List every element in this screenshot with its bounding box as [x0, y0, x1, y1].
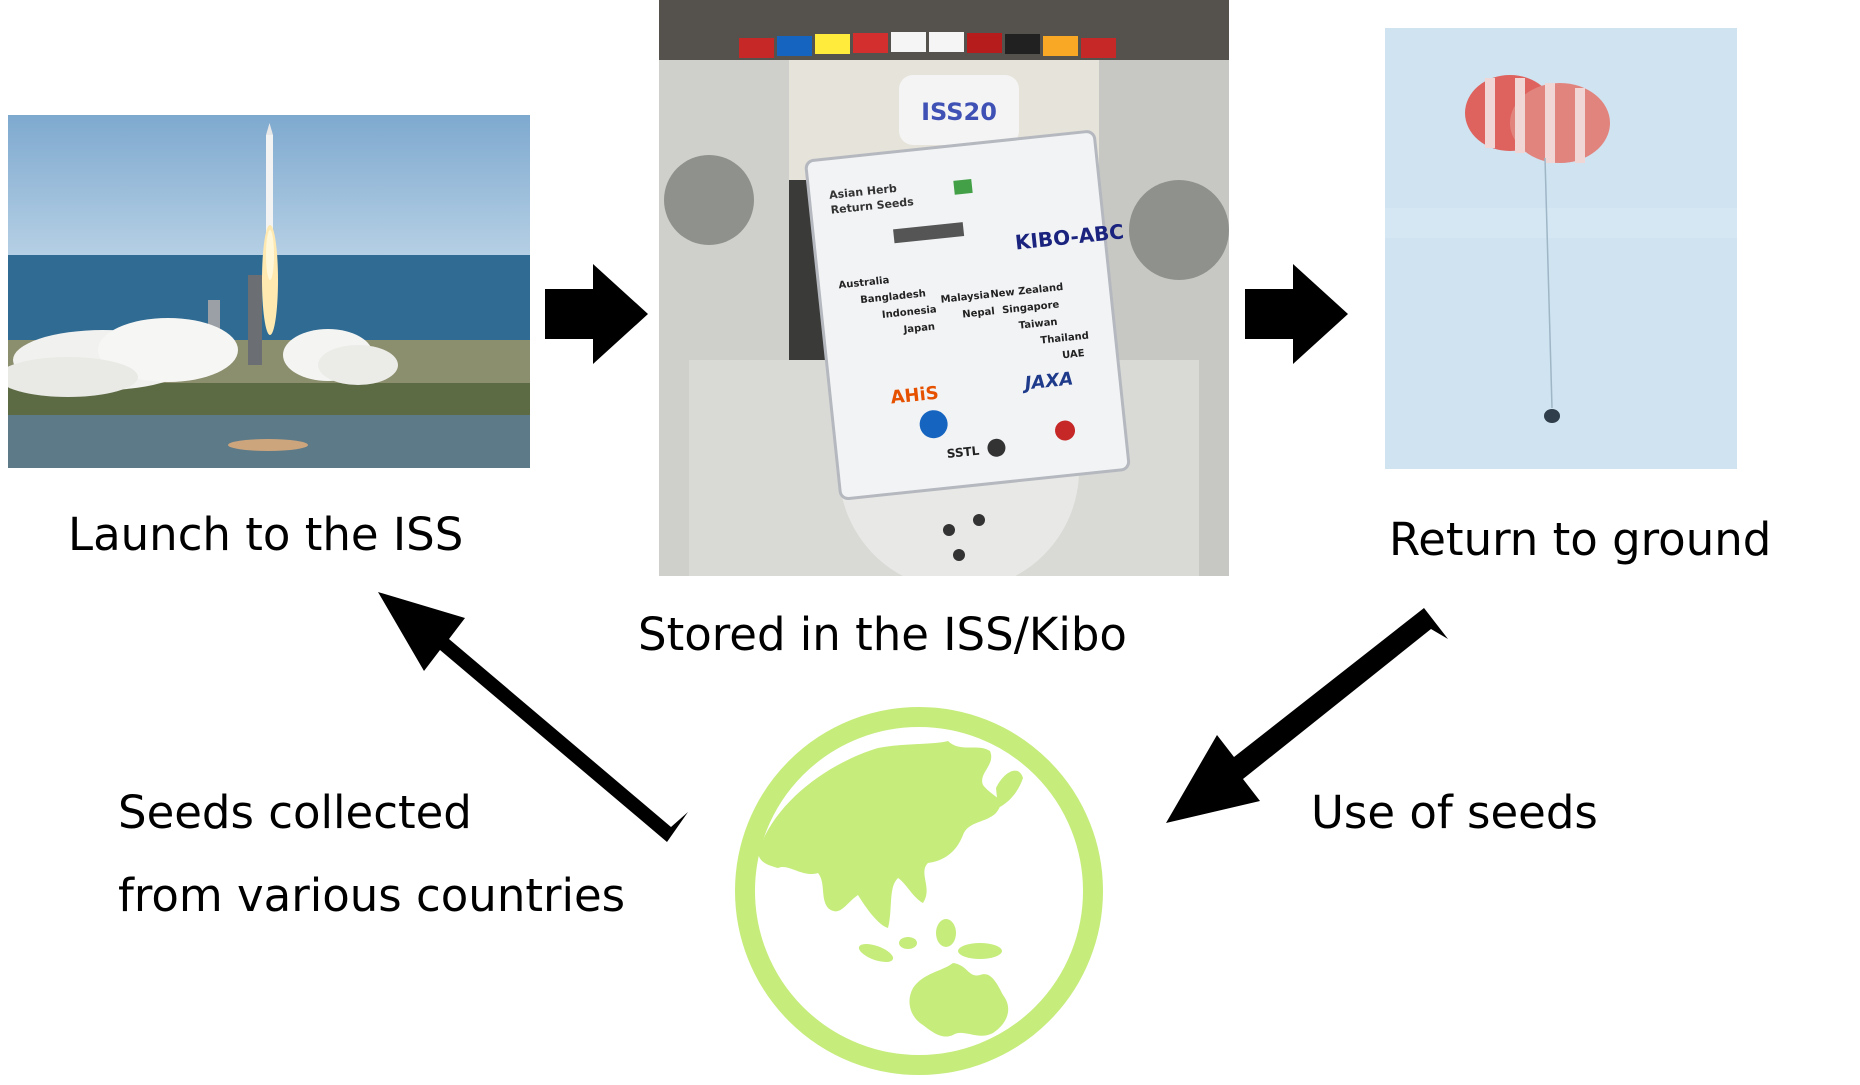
seed-bag-country-5: Malaysia: [940, 290, 990, 306]
seed-bag-agency-3: SSTL: [946, 444, 980, 461]
return-photo: [1385, 28, 1737, 469]
iss-storage-photo: ISS20 Asian Herb Return Seeds KIBO-ABC A…: [659, 0, 1229, 576]
iss-patch-text: ISS20: [921, 98, 997, 126]
seed-bag-country-4: Japan: [902, 322, 935, 336]
caption-collected-line2: from various countries: [118, 869, 626, 922]
globe-asia-pacific-icon: [735, 707, 1103, 1075]
arrow-icon-iss-to-return: [1245, 264, 1348, 364]
caption-collected-line1: Seeds collected: [118, 786, 472, 839]
seed-bag-country-1: Australia: [838, 275, 890, 291]
caption-use: Use of seeds: [1311, 786, 1598, 839]
caption-stored: Stored in the ISS/Kibo: [638, 608, 1127, 661]
seed-bag-country-6: Nepal: [962, 306, 995, 320]
caption-return: Return to ground: [1389, 513, 1772, 566]
seed-bag-country-9: Taiwan: [1018, 317, 1058, 332]
seed-bag-agency-2: AHiS: [890, 383, 940, 409]
arrow-icon-return-to-use: [1166, 608, 1448, 823]
arrow-icon-launch-to-iss: [545, 264, 648, 364]
arrow-icon-collected-to-launch: [378, 592, 688, 842]
launch-photo: [8, 115, 530, 468]
seed-bag-country-11: UAE: [1062, 348, 1086, 361]
caption-launch: Launch to the ISS: [68, 508, 464, 561]
seed-bag-country-10: Thailand: [1040, 331, 1089, 347]
